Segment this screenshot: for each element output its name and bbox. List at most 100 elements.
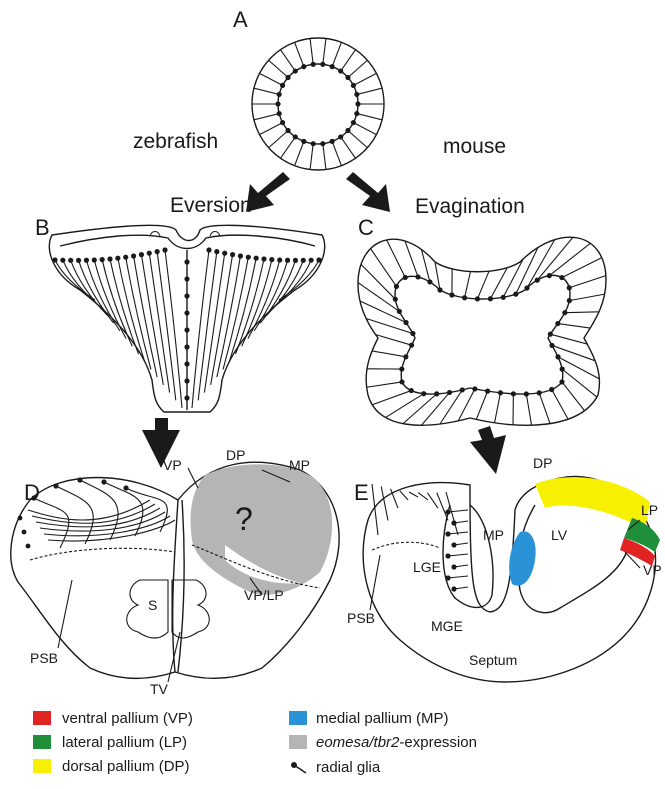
radial-glia-soma bbox=[222, 251, 227, 256]
radial-glia-fiber bbox=[332, 141, 341, 165]
radial-glia-fiber bbox=[565, 312, 599, 313]
radial-glia-soma bbox=[399, 366, 404, 371]
radial-glia-fiber bbox=[323, 38, 326, 64]
radial-glia-soma bbox=[84, 258, 89, 263]
radial-glia-fiber bbox=[549, 243, 590, 275]
question-mark: ? bbox=[235, 501, 253, 537]
radial-glia-soma bbox=[238, 253, 243, 258]
radial-glia-fiber bbox=[348, 60, 367, 77]
radial-glia-soma bbox=[330, 64, 335, 69]
radial-glia-soma bbox=[123, 255, 128, 260]
panel-b-label: B bbox=[35, 215, 50, 240]
radial-glia-soma bbox=[254, 256, 259, 261]
radial-glia-soma bbox=[354, 111, 359, 116]
radial-glia-soma bbox=[184, 259, 189, 264]
radial-glia-soma bbox=[280, 120, 285, 125]
radial-glia-soma bbox=[277, 92, 282, 97]
panel-e-label: E bbox=[354, 480, 369, 505]
radial-glia-soma bbox=[403, 354, 408, 359]
radial-glia-fiber bbox=[332, 42, 341, 66]
radial-glia-soma bbox=[320, 62, 325, 67]
radial-glia-soma bbox=[421, 391, 426, 396]
label-e-psb: PSB bbox=[347, 610, 375, 626]
heading-mouse: mouse bbox=[443, 135, 506, 158]
radial-glia-soma bbox=[92, 257, 97, 262]
radial-glia-soma bbox=[52, 257, 57, 262]
radial-glia-soma bbox=[311, 141, 316, 146]
radial-glia-fiber bbox=[281, 137, 296, 158]
radial-glia-soma bbox=[560, 367, 565, 372]
radial-glia-soma bbox=[338, 68, 343, 73]
radial-glia-soma bbox=[501, 295, 506, 300]
radial-glia-fiber bbox=[254, 114, 279, 120]
radial-glia-fiber bbox=[260, 73, 283, 85]
label-d-tv: TV bbox=[150, 681, 169, 697]
radial-glia-fiber bbox=[295, 42, 304, 66]
radial-glia-fiber bbox=[537, 237, 573, 280]
heading-eversion: Eversion bbox=[170, 194, 252, 217]
radial-glia-soma bbox=[26, 544, 31, 549]
radial-glia-soma bbox=[31, 495, 36, 500]
panel-a: A bbox=[233, 7, 384, 170]
label-e-lp: LP bbox=[641, 502, 658, 518]
legend-swatch-vp bbox=[33, 711, 51, 725]
arrow-c-to-e bbox=[470, 426, 506, 474]
radial-glia-fiber bbox=[495, 393, 501, 423]
radial-glia-fiber bbox=[348, 131, 367, 148]
radial-glia-soma bbox=[409, 343, 414, 348]
radial-glia-soma bbox=[351, 83, 356, 88]
radial-glia-fibers-d bbox=[18, 477, 175, 548]
panel-e: E DP LP VP MP LV LGE MGE PSB Septum bbox=[347, 455, 662, 682]
radial-glia-fiber bbox=[372, 351, 406, 357]
radial-glia-soma bbox=[393, 297, 398, 302]
radial-glia-soma bbox=[415, 274, 420, 279]
radial-glia-fiber bbox=[418, 493, 428, 500]
radial-glia-fiber bbox=[562, 369, 597, 397]
radial-glia-soma bbox=[524, 285, 529, 290]
radial-glia-soma bbox=[184, 361, 189, 366]
radial-glia-fiber bbox=[477, 271, 489, 299]
radial-glia-soma bbox=[100, 257, 105, 262]
radial-glia-fiber bbox=[403, 394, 437, 424]
radial-glia-soma bbox=[18, 516, 23, 521]
radial-glia-fiber bbox=[372, 391, 411, 405]
radial-glia-soma bbox=[437, 287, 442, 292]
radial-glia-soma bbox=[261, 256, 266, 261]
radial-glia-fiber bbox=[357, 114, 382, 120]
label-e-vp: VP bbox=[643, 562, 662, 578]
radial-glia-fiber bbox=[260, 123, 283, 135]
radial-glia-soma bbox=[277, 111, 282, 116]
radial-glia-soma bbox=[280, 83, 285, 88]
radial-glia-fiber bbox=[229, 258, 256, 362]
radial-glia-soma bbox=[403, 275, 408, 280]
radial-glia-soma bbox=[330, 139, 335, 144]
radial-glia-soma bbox=[269, 257, 274, 262]
legend: ventral pallium (VP) lateral pallium (LP… bbox=[33, 710, 477, 776]
radial-glia-soma bbox=[147, 251, 152, 256]
radial-glia-soma bbox=[77, 477, 82, 482]
radial-glia-fiber bbox=[526, 394, 531, 425]
legend-label-dp: dorsal pallium (DP) bbox=[62, 758, 190, 775]
radial-glia-soma bbox=[513, 292, 518, 297]
radial-glia-soma bbox=[462, 295, 467, 300]
radial-glia-soma bbox=[301, 64, 306, 69]
panel-b: B bbox=[35, 215, 325, 412]
radial-glia-fiber bbox=[361, 264, 395, 299]
evaginated-outer-outline bbox=[358, 237, 606, 425]
radial-glia-soma bbox=[447, 390, 452, 395]
radial-glia-soma bbox=[549, 387, 554, 392]
radial-glia-fiber bbox=[437, 493, 448, 521]
panel-c-label: C bbox=[358, 215, 374, 240]
radial-glia-soma bbox=[309, 258, 314, 263]
radial-glia-soma bbox=[399, 379, 404, 384]
radial-glia-fiber bbox=[421, 392, 449, 425]
eversion-tela bbox=[60, 235, 315, 248]
radial-glia-fiber bbox=[104, 482, 143, 536]
radial-glia-soma bbox=[548, 332, 553, 337]
radial-glia-soma bbox=[76, 258, 81, 263]
radial-glia-soma bbox=[60, 258, 65, 263]
radial-glia-soma bbox=[184, 293, 189, 298]
radial-glia-soma bbox=[511, 391, 516, 396]
radial-glia-soma bbox=[555, 321, 560, 326]
